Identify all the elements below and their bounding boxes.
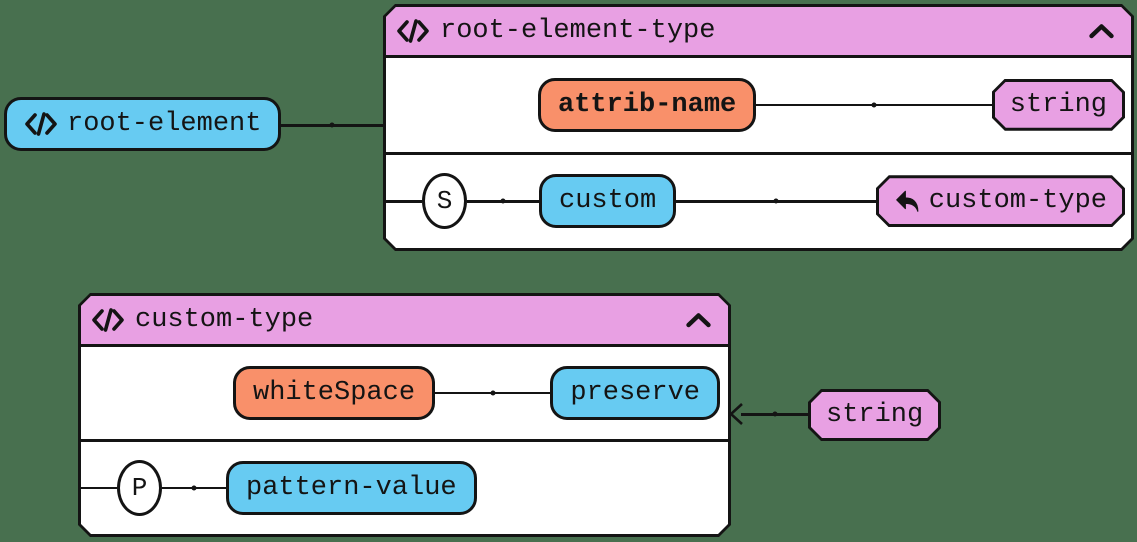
pattern-value-node[interactable]: pattern-value	[226, 461, 477, 515]
custom-type-ref-label: custom-type	[928, 186, 1107, 217]
string-base-type-label: string	[826, 400, 924, 430]
attrib-name-label: attrib-name	[558, 89, 737, 120]
chevron-up-icon[interactable]	[685, 312, 712, 328]
root-element-type-box: root-element-type attrib-name string	[383, 4, 1134, 251]
string-type-label: string	[1009, 89, 1107, 120]
pattern-value-label: pattern-value	[246, 473, 457, 503]
pattern-row: P pattern-value	[81, 439, 728, 534]
code-icon	[396, 18, 430, 44]
string-type-node[interactable]: string	[992, 79, 1125, 131]
reply-arrow-icon	[894, 188, 920, 214]
connector-string-to-custom-type	[741, 413, 809, 416]
custom-element-label: custom	[559, 186, 657, 217]
preserve-value-label: preserve	[570, 378, 700, 408]
attribute-row: attrib-name string	[386, 58, 1131, 152]
root-element-type-box-body: root-element-type attrib-name string	[386, 7, 1131, 248]
root-element-node[interactable]: root-element	[4, 97, 282, 151]
connector-line	[756, 104, 992, 107]
connector-line	[386, 200, 422, 203]
arrowhead-left-icon	[729, 403, 743, 425]
custom-type-box-body: custom-type whiteSpace preserve P	[81, 296, 728, 534]
connector-line	[435, 392, 550, 395]
connector-line	[676, 200, 876, 203]
string-base-type-body: string	[811, 392, 938, 438]
connector-line	[467, 200, 539, 203]
custom-type-ref-body: custom-type	[879, 178, 1122, 224]
pattern-indicator-label: P	[131, 473, 148, 503]
root-element-type-header[interactable]: root-element-type	[386, 7, 1131, 58]
string-base-type-node[interactable]: string	[808, 389, 941, 441]
string-type-node-body: string	[995, 82, 1122, 128]
sequence-indicator[interactable]: S	[422, 173, 467, 229]
custom-type-header[interactable]: custom-type	[81, 296, 728, 347]
chevron-up-icon[interactable]	[1088, 23, 1115, 39]
sequence-row: S custom custom-type	[386, 152, 1131, 249]
custom-type-ref-node[interactable]: custom-type	[876, 175, 1125, 227]
connector-line	[162, 487, 226, 490]
code-icon	[25, 112, 57, 136]
facet-row: whiteSpace preserve	[81, 347, 728, 439]
preserve-value-node[interactable]: preserve	[550, 366, 720, 420]
connector-root-element-to-box	[280, 124, 384, 127]
attrib-name-node[interactable]: attrib-name	[538, 78, 756, 132]
connector-line	[81, 487, 117, 490]
box-title: custom-type	[135, 305, 314, 335]
whitespace-facet-label: whiteSpace	[253, 378, 416, 408]
sequence-indicator-label: S	[436, 186, 453, 217]
box-title: root-element-type	[440, 16, 716, 46]
code-icon	[91, 307, 125, 333]
custom-type-box: custom-type whiteSpace preserve P	[78, 293, 731, 537]
pattern-indicator[interactable]: P	[117, 460, 162, 516]
whitespace-facet-node[interactable]: whiteSpace	[233, 366, 435, 420]
custom-element-node[interactable]: custom	[539, 174, 676, 228]
root-element-label: root-element	[67, 109, 262, 139]
